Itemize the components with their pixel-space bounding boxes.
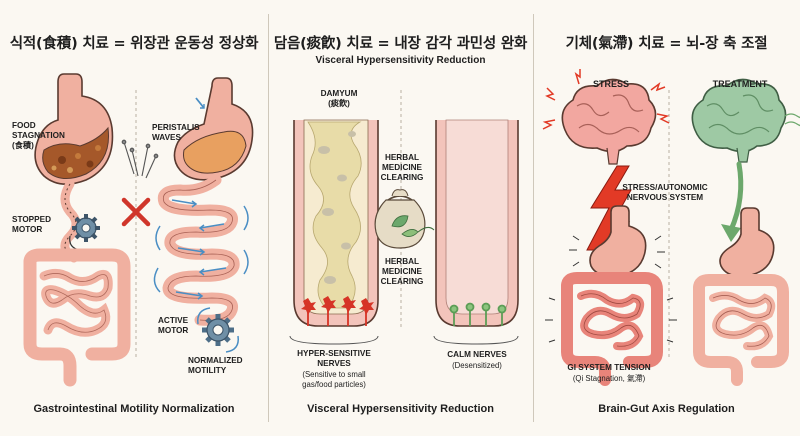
calm-stomach-icon: [719, 207, 775, 278]
tense-intestine-icon: [545, 272, 677, 386]
panel-2-footer: Visceral Hypersensitivity Reduction: [307, 403, 494, 415]
stopped-gear-icon: [69, 214, 100, 251]
active-stomach-icon: [173, 77, 254, 181]
herbal-clearing-top-label: HERBAL MEDICINE CLEARING: [380, 153, 424, 182]
panel-visceral-hypersensitivity: 담음(痰飮) 치료 = 내장 감각 과민성 완화 Visceral Hypers…: [268, 0, 533, 436]
hypersensitive-nerves-label: HYPER-SENSITIVE NERVES: [297, 349, 371, 368]
herb-bag-icon: [374, 189, 435, 249]
panel-1-title: 식적(食積) 치료 = 위장관 운동성 정상화: [9, 36, 259, 52]
autonomic-label: STRESS/AUTONOMIC NERVOUS SYSTEM: [622, 183, 708, 202]
tense-stomach-icon: [569, 205, 665, 278]
intestine-left-icon: [23, 248, 131, 387]
herbal-clearing-bottom-label: HERBAL MEDICINE CLEARING: [380, 257, 424, 286]
peristalsis-label: PERISTALIS WAVES: [152, 123, 200, 142]
stagnant-stomach-icon: [34, 73, 114, 185]
down-arrow-icon: [721, 161, 744, 242]
treatment-label: TREATMENT: [712, 79, 768, 89]
stress-spark-icon: [542, 69, 670, 130]
panel-gi-motility: 식적(食積) 치료 = 위장관 운동성 정상화: [0, 0, 268, 436]
gi-tension-note: (Qi Stagnation, 氣滯): [572, 374, 646, 383]
panel-3-footer: Brain-Gut Axis Regulation: [598, 403, 735, 415]
hypersensitive-note: (Sensitive to small gas/food particles): [302, 370, 366, 389]
calm-intestine-icon: [693, 274, 789, 386]
normalized-motility-label: NORMALIZED MOTILITY: [188, 356, 243, 375]
calm-nerves-note: (Desensitized): [452, 361, 502, 370]
panel-3-illustration: [542, 69, 800, 386]
cross-icon: [121, 197, 151, 227]
stress-label: STRESS: [592, 79, 629, 89]
panel-1-illustration: [23, 73, 254, 387]
calm-nerves-icon: [449, 302, 507, 326]
acupuncture-needles-icon: [121, 139, 159, 179]
food-stagnation-label: FOOD STAGNATION (食積): [12, 121, 65, 150]
stopped-motor-label: STOPPED MOTOR: [12, 215, 51, 234]
hypersensitive-nerves-icon: [301, 296, 374, 326]
active-gear-icon: [197, 307, 239, 353]
mucus-tube-icon: [293, 119, 379, 327]
calm-nerves-label: CALM NERVES: [447, 350, 507, 359]
damyum-label: DAMYUM (痰飮): [320, 89, 358, 108]
gi-tension-label: GI SYSTEM TENSION: [567, 363, 651, 372]
panel-brain-gut-axis: 기체(氣滯) 치료 = 뇌-장 축 조절: [533, 0, 800, 436]
divider-2: [533, 14, 534, 422]
calm-tube-icon: [435, 119, 519, 327]
calm-brain-icon: [691, 78, 800, 163]
divider-1: [268, 14, 269, 422]
intestine-right-icon: [153, 174, 249, 326]
panel-3-title: 기체(氣滯) 치료 = 뇌-장 축 조절: [565, 36, 768, 52]
panel-2-subtitle: Visceral Hypersensitivity Reduction: [315, 55, 486, 66]
panel-1-footer: Gastrointestinal Motility Normalization: [33, 403, 235, 415]
panel-2-title: 담음(痰飮) 치료 = 내장 감각 과민성 완화: [273, 36, 528, 52]
stressed-brain-icon: [561, 78, 657, 165]
panel-2-illustration: [289, 90, 519, 345]
active-motor-label: ACTIVE MOTOR: [158, 316, 189, 335]
